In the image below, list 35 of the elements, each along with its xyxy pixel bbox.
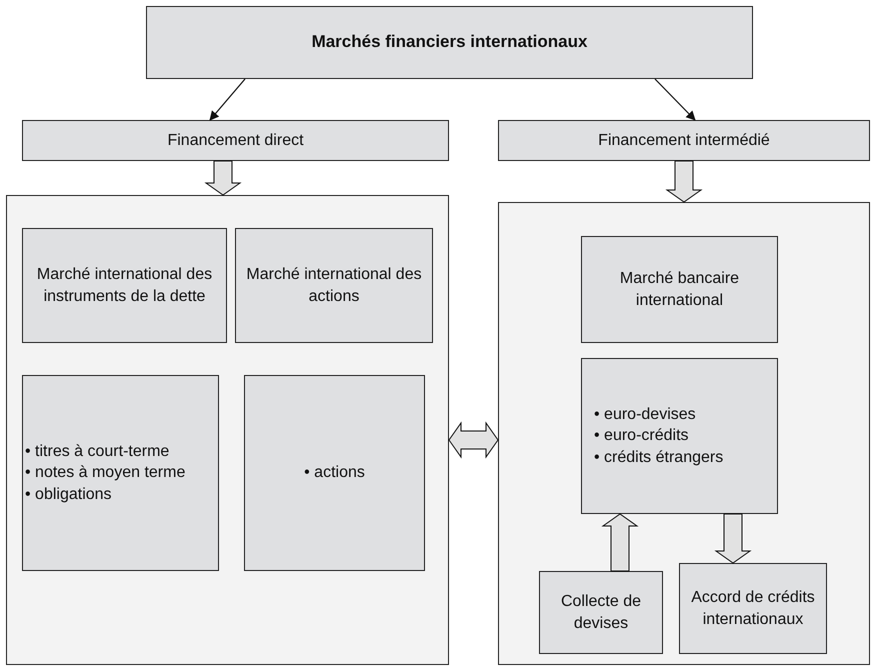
box-text: Collecte de devises: [560, 592, 642, 634]
market-panel: [498, 202, 870, 665]
box-text: • obligations: [25, 484, 112, 505]
market-panel: [6, 195, 449, 665]
box-text: Financement direct: [166, 130, 305, 151]
title-box: [146, 6, 753, 79]
box-text: • actions: [303, 463, 366, 484]
box-text: • crédits étrangers: [594, 448, 724, 468]
list-box: [244, 375, 425, 571]
block-arrow: [204, 160, 242, 196]
category-box: [22, 120, 449, 161]
block-arrow: [714, 514, 752, 564]
block-arrow: [448, 421, 499, 459]
market-box: [22, 228, 227, 343]
box-text: Marché international des actions: [245, 264, 423, 306]
box-text: • notes à moyen terme: [25, 463, 186, 484]
box-text: • titres à court-terme: [25, 442, 170, 462]
box-text: • euro-crédits: [594, 426, 689, 446]
box-text: Financement intermédié: [597, 130, 771, 151]
market-box: [235, 228, 433, 343]
category-box: [498, 120, 870, 161]
action-box: [539, 571, 663, 654]
market-box: [581, 236, 778, 343]
box-text: Marchés financiers internationaux: [310, 31, 588, 54]
box-text: • euro-devises: [594, 404, 696, 425]
block-arrow: [665, 160, 703, 203]
action-box: [679, 563, 827, 654]
box-text: Accord de crédits internationaux: [690, 588, 816, 630]
list-box: [581, 358, 778, 514]
box-text: Marché international des instruments de la dette: [36, 264, 214, 306]
block-arrow: [601, 513, 639, 572]
arrow: [654, 78, 696, 121]
arrow: [209, 78, 246, 121]
list-box: [22, 375, 219, 571]
box-text: Marché bancaire international: [618, 268, 740, 310]
